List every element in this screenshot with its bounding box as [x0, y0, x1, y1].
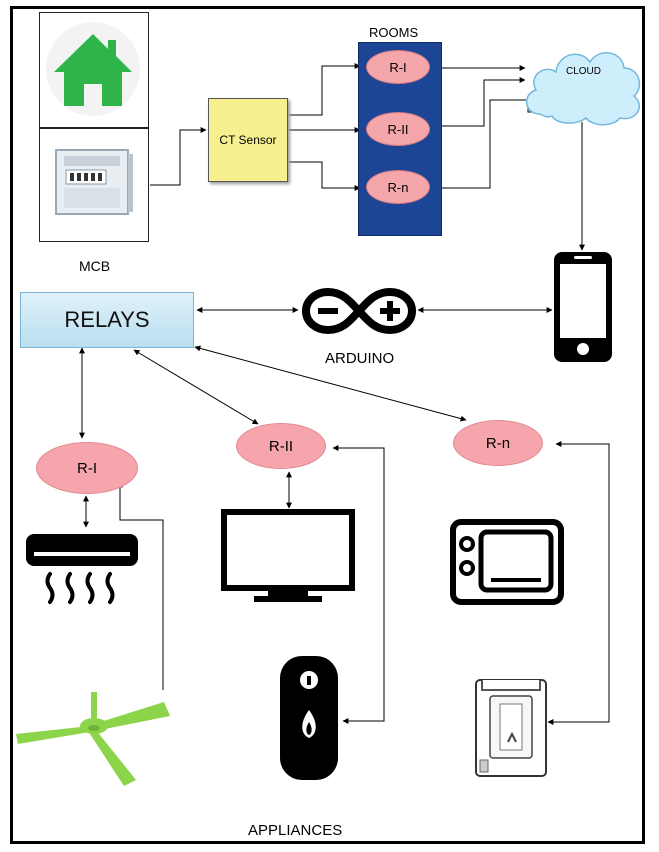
- appliances-label: APPLIANCES: [248, 822, 343, 839]
- relay-node-3: R-n: [453, 420, 543, 466]
- mcb-panel-icon: [55, 149, 133, 215]
- mcb-label: MCB: [79, 258, 111, 274]
- relay-node-label-2: R-II: [268, 437, 294, 455]
- room-label-2: R-II: [387, 121, 409, 137]
- cloud-label: CLOUD: [566, 66, 602, 77]
- relay-node-1: R-I: [36, 442, 138, 494]
- smartphone-icon: [554, 252, 612, 362]
- ct-sensor-label: CT Sensor: [219, 133, 277, 147]
- water-purifier-icon: [475, 679, 547, 777]
- cloud-icon: [526, 52, 641, 126]
- television-icon: [221, 509, 355, 602]
- room-oval-3: R-n: [366, 170, 430, 204]
- diagram-frame: [10, 6, 645, 844]
- relays-box: RELAYS: [20, 292, 194, 348]
- room-oval-1: R-I: [366, 50, 430, 84]
- air-conditioner-icon: [26, 534, 138, 604]
- water-heater-icon: [280, 656, 338, 780]
- ct-sensor-box: CT Sensor: [208, 98, 288, 182]
- relay-node-2: R-II: [236, 423, 326, 469]
- arduino-label: ARDUINO: [325, 350, 395, 367]
- ceiling-fan-icon: [16, 692, 170, 786]
- room-label-3: R-n: [387, 179, 409, 195]
- room-label-1: R-I: [389, 59, 407, 75]
- home-icon: [46, 22, 140, 116]
- relay-node-label-1: R-I: [77, 459, 97, 477]
- rooms-title: ROOMS: [369, 25, 419, 40]
- relays-label: RELAYS: [64, 307, 150, 332]
- room-oval-2: R-II: [366, 112, 430, 146]
- relay-node-label-3: R-n: [485, 434, 511, 452]
- arduino-logo-icon: [301, 287, 417, 335]
- microwave-icon: [450, 519, 564, 605]
- mcb-divider: [39, 127, 149, 129]
